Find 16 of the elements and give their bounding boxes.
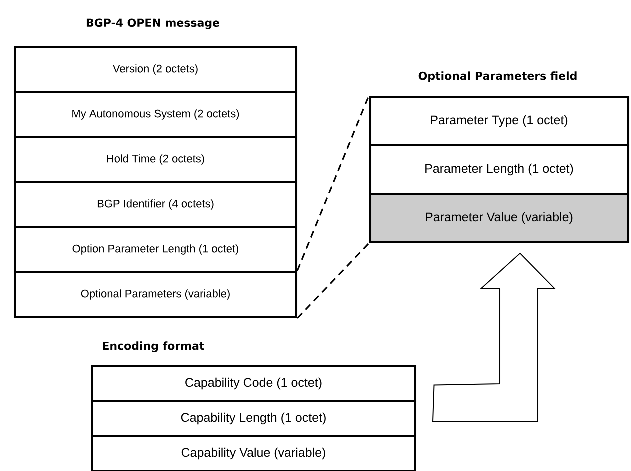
field-row: Parameter Type (1 octet) (369, 96, 630, 146)
table-title: Encoding format (103, 342, 204, 352)
table-title: Optional Parameters field (418, 72, 577, 82)
field-row: Option Parameter Length (1 octet) (14, 226, 298, 274)
field-row: Capability Length (1 octet) (91, 400, 416, 438)
field-row: Capability Value (variable) (91, 435, 416, 471)
field-row: Parameter Value (variable) (369, 193, 630, 244)
field-row: Version (2 octets) (14, 46, 298, 94)
field-row: My Autonomous System (2 octets) (14, 91, 298, 138)
field-row: Optional Parameters (variable) (14, 271, 298, 318)
field-row: Hold Time (2 octets) (14, 136, 298, 184)
field-row: Capability Code (1 octet) (91, 365, 416, 402)
zoom-line (296, 96, 370, 272)
zoom-line (296, 242, 370, 320)
table-title: BGP-4 OPEN message (86, 18, 220, 30)
field-row: BGP Identifier (4 octets) (14, 181, 298, 228)
